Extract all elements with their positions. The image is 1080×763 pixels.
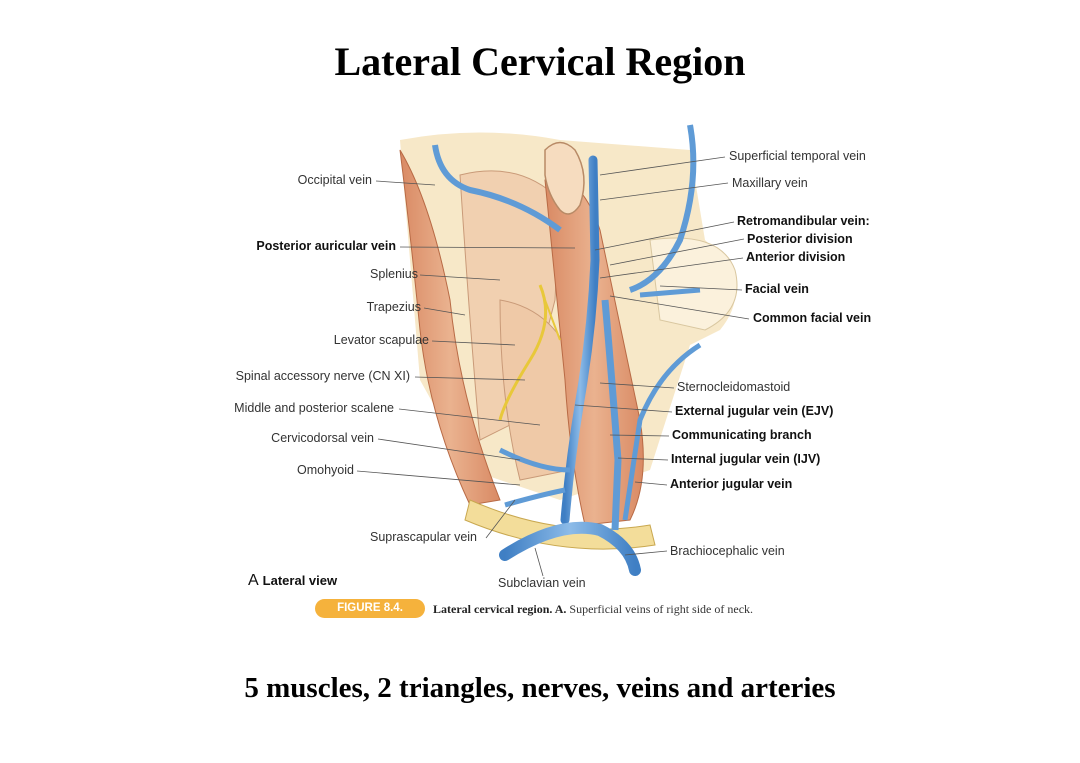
- nerve-branch: [544, 299, 561, 341]
- trapezius-muscle: [399, 149, 501, 506]
- superficial-temporal-vein: [628, 124, 697, 293]
- figure-caption: Lateral cervical region. A. Superficial …: [433, 602, 753, 617]
- label-omohyoid: Omohyoid: [297, 463, 354, 477]
- jaw-region: [649, 237, 738, 331]
- label-internal-jugular-vein: Internal jugular vein (IJV): [671, 452, 821, 466]
- label-facial-vein: Facial vein: [745, 282, 809, 296]
- label-anterior-division: Anterior division: [746, 250, 846, 264]
- facial-vein: [639, 287, 701, 298]
- internal-jugular-vein: [601, 299, 622, 531]
- view-letter: A: [248, 572, 259, 589]
- label-middle-posterior-scalene: Middle and posterior scalene: [234, 401, 394, 415]
- label-common-facial-vein: Common facial vein: [753, 311, 872, 325]
- figure-badge: FIGURE 8.4.: [315, 599, 425, 618]
- label-external-jugular-vein: External jugular vein (EJV): [675, 404, 834, 418]
- label-anterior-jugular-vein: Anterior jugular vein: [670, 477, 793, 491]
- view-text: Lateral view: [262, 573, 338, 588]
- cervicodorsal-vein: [498, 447, 571, 473]
- slide-title: Lateral Cervical Region: [334, 39, 746, 84]
- label-levator-scapulae: Levator scapulae: [333, 333, 429, 347]
- scalene-muscle: [499, 299, 581, 481]
- label-occipital-vein: Occipital vein: [297, 173, 372, 187]
- subclavian-vein: [499, 521, 641, 576]
- caption-bold: Lateral cervical region. A.: [433, 602, 567, 616]
- label-subclavian-vein: Subclavian vein: [498, 576, 586, 590]
- label-cervicodorsal-vein: Cervicodorsal vein: [271, 431, 374, 445]
- label-spinal-accessory-nerve: Spinal accessory nerve (CN XI): [235, 369, 410, 383]
- slide-subtitle: 5 muscles, 2 triangles, nerves, veins an…: [244, 672, 836, 704]
- label-brachiocephalic-vein: Brachiocephalic vein: [670, 544, 785, 558]
- label-maxillary-vein: Maxillary vein: [732, 176, 808, 190]
- label-superficial-temporal-vein: Superficial temporal vein: [729, 149, 866, 163]
- caption-text: Superficial veins of right side of neck.: [569, 602, 754, 616]
- label-trapezius: Trapezius: [366, 300, 421, 314]
- suprascapular-vein: [504, 487, 566, 508]
- ear-shape: [544, 141, 585, 215]
- external-jugular-vein: [560, 155, 600, 525]
- accessory-nerve: [498, 284, 548, 421]
- occipital-vein: [432, 144, 562, 233]
- label-splenius: Splenius: [370, 267, 418, 281]
- label-suprascapular-vein: Suprascapular vein: [370, 530, 478, 544]
- label-retromandibular-vein: Retromandibular vein:: [737, 214, 870, 228]
- label-posterior-division: Posterior division: [747, 232, 853, 246]
- anterior-jugular-vein: [622, 342, 702, 521]
- leader-lines: [356, 156, 750, 577]
- label-sternocleidomastoid: Sternocleidomastoid: [677, 380, 791, 394]
- label-posterior-auricular-vein: Posterior auricular vein: [256, 239, 396, 253]
- label-communicating-branch: Communicating branch: [672, 428, 812, 442]
